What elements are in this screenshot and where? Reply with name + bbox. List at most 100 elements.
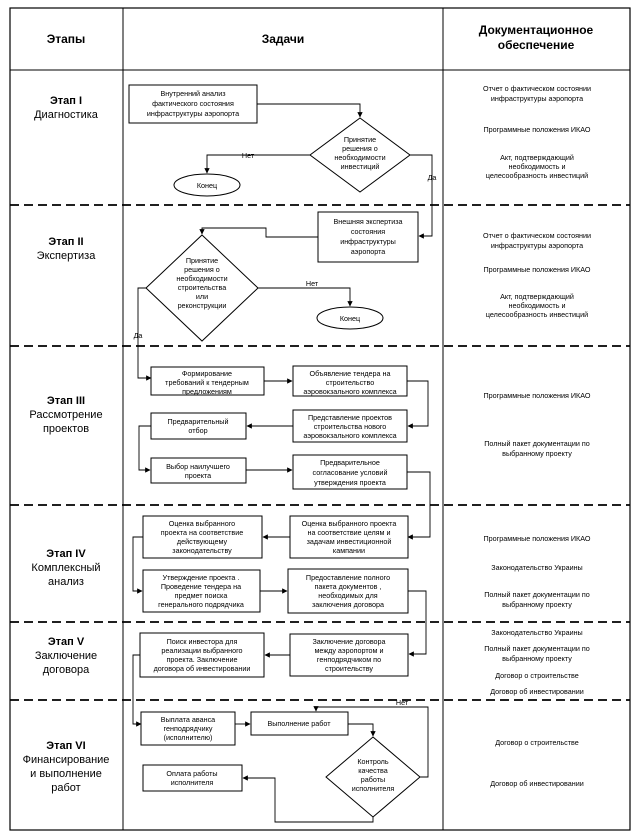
svg-text:Заключение: Заключение [35, 650, 97, 662]
svg-text:кампании: кампании [333, 546, 365, 555]
svg-text:исполнителя: исполнителя [352, 784, 395, 793]
svg-text:Договор о строительстве: Договор о строительстве [495, 671, 579, 680]
task-work-payment-text: Оплата работы исполнителя [166, 769, 217, 787]
task-preselection-text: Предварительный отбор [167, 417, 228, 435]
svg-text:Полный пакет документации по: Полный пакет документации по [484, 644, 590, 653]
svg-text:пакета документов ,: пакета документов , [315, 582, 382, 591]
svg-text:выбранному проекту: выбранному проекту [502, 600, 572, 609]
task-documents-package [287, 568, 409, 614]
task-project-approval-text: Утверждение проекта . Проведение тендера… [158, 573, 244, 609]
stage-6-connectors [235, 706, 429, 823]
svg-text:строительству: строительству [325, 664, 373, 673]
svg-text:(исполнителю): (исполнителю) [164, 733, 213, 742]
edge-label-no-3: Нет [396, 698, 409, 707]
task-external-expertise-text: Внешняя экспертиза состояния инфраструкт… [333, 217, 402, 256]
task-preliminary-approval-text: Предварительное согласование условий утв… [313, 458, 388, 487]
task-advance-payment [140, 711, 236, 746]
svg-text:законодательству: законодательству [172, 546, 232, 555]
svg-text:между аэропортом и: между аэропортом и [314, 646, 383, 655]
svg-text:или: или [196, 292, 208, 301]
svg-text:согласование условий: согласование условий [313, 468, 388, 477]
stage-2-label: Этап II Экспертиза [37, 236, 97, 262]
svg-text:договора об инвестировании: договора об инвестировании [154, 664, 251, 673]
header-tasks: Задачи [262, 32, 305, 46]
svg-text:Выбор наилучшего: Выбор наилучшего [166, 462, 230, 471]
svg-text:Предварительное: Предварительное [320, 458, 380, 467]
task-work-execution [250, 711, 349, 736]
svg-text:договора: договора [43, 664, 90, 676]
edge-label-yes-2: Да [134, 331, 143, 340]
svg-text:аэровокзального комплекса: аэровокзального комплекса [303, 431, 396, 440]
task-project-approval [142, 569, 261, 613]
edge-label-yes-1: Да [428, 173, 437, 182]
svg-text:анализ: анализ [48, 576, 84, 588]
svg-text:инфраструктуры аэропорта: инфраструктуры аэропорта [491, 241, 583, 250]
svg-text:Программные положения ИКАО: Программные положения ИКАО [484, 534, 591, 543]
task-work-execution-text: Выполнение работ [267, 719, 331, 728]
svg-text:предложениям: предложениям [182, 387, 232, 396]
decision-investment-need [309, 117, 411, 193]
stage-5-connectors [132, 652, 290, 727]
svg-text:проекта: проекта [185, 471, 211, 480]
svg-text:строительства: строительства [178, 283, 226, 292]
stage-2-connectors [137, 227, 353, 381]
svg-text:необходимость и: необходимость и [509, 301, 566, 310]
svg-text:Финансирование: Финансирование [23, 754, 110, 766]
svg-text:предмет поиска: предмет поиска [175, 591, 228, 600]
stage-3-label: Этап III Рассмотрение проектов [29, 395, 102, 435]
svg-text:Контроль: Контроль [357, 757, 388, 766]
svg-text:Выплата аванса: Выплата аванса [161, 715, 215, 724]
stage-3-connectors [138, 378, 431, 540]
svg-text:Экспертиза: Экспертиза [37, 250, 97, 262]
svg-text:Предварительный: Предварительный [167, 417, 228, 426]
svg-text:фактического состояния: фактического состояния [152, 99, 234, 108]
svg-text:Внутренний анализ: Внутренний анализ [160, 89, 226, 98]
svg-text:Формирование: Формирование [182, 369, 232, 378]
stage-1-label: Этап I Диагностика [34, 95, 99, 121]
task-eval-law [142, 515, 263, 559]
svg-text:состояния: состояния [351, 227, 385, 236]
svg-text:Рассмотрение: Рассмотрение [29, 409, 102, 421]
task-contract-signing [289, 633, 409, 677]
svg-text:инвестиций: инвестиций [341, 162, 380, 171]
svg-text:инфраструктуры аэропорта: инфраструктуры аэропорта [147, 109, 239, 118]
svg-text:Отчет о фактическом состоянии: Отчет о фактическом состоянии [483, 231, 591, 240]
svg-text:генерального подрядчика: генерального подрядчика [158, 600, 244, 609]
svg-text:целесообразность инвестиций: целесообразность инвестиций [486, 171, 588, 180]
task-investor-search [139, 632, 265, 678]
svg-text:Этап III: Этап III [47, 395, 85, 407]
svg-text:необходимости: необходимости [176, 274, 227, 283]
table-border [9, 7, 631, 831]
svg-text:необходимость и: необходимость и [509, 162, 566, 171]
svg-text:Принятие: Принятие [344, 135, 376, 144]
svg-text:Программные положения ИКАО: Программные положения ИКАО [484, 391, 591, 400]
svg-text:строительство: строительство [326, 378, 374, 387]
svg-text:Заключение договора: Заключение договора [312, 637, 385, 646]
decision-construction-need [145, 234, 259, 342]
docs-stage-5: Законодательство Украины Полный пакет до… [484, 628, 590, 696]
svg-text:Комплексный: Комплексный [31, 562, 100, 574]
svg-text:Утверждение проекта .: Утверждение проекта . [163, 573, 240, 582]
svg-text:реализации выбранного: реализации выбранного [161, 646, 242, 655]
task-tender-requirements [150, 366, 265, 396]
svg-text:Поиск инвестора для: Поиск инвестора для [167, 637, 238, 646]
docs-stage-2: Отчет о фактическом состоянии инфраструк… [483, 231, 591, 319]
svg-text:Акт, подтверждающий: Акт, подтверждающий [500, 153, 574, 162]
header-stages: Этапы [47, 32, 86, 46]
decision-investment-need-text: Принятие решения о необходимости инвести… [334, 135, 385, 171]
svg-text:Программные положения ИКАО: Программные положения ИКАО [484, 265, 591, 274]
svg-text:строительства нового: строительства нового [314, 422, 387, 431]
stage-4-connectors [132, 534, 427, 657]
svg-text:Программные положения ИКАО: Программные положения ИКАО [484, 125, 591, 134]
svg-text:решения о: решения о [184, 265, 220, 274]
svg-text:Оценка выбранного проекта: Оценка выбранного проекта [302, 519, 397, 528]
svg-text:работ: работ [51, 782, 80, 794]
svg-text:Полный пакет документации по: Полный пакет документации по [484, 590, 590, 599]
svg-text:Оценка выбранного: Оценка выбранного [169, 519, 235, 528]
svg-text:Представление проектов: Представление проектов [308, 413, 392, 422]
svg-text:на соответствие целям и: на соответствие целям и [307, 528, 390, 537]
task-tender-announcement-text: Объявление тендера на строительство аэро… [303, 369, 396, 396]
stage-1-connectors [204, 103, 433, 239]
svg-text:Договор об инвестировании: Договор об инвестировании [490, 687, 584, 696]
